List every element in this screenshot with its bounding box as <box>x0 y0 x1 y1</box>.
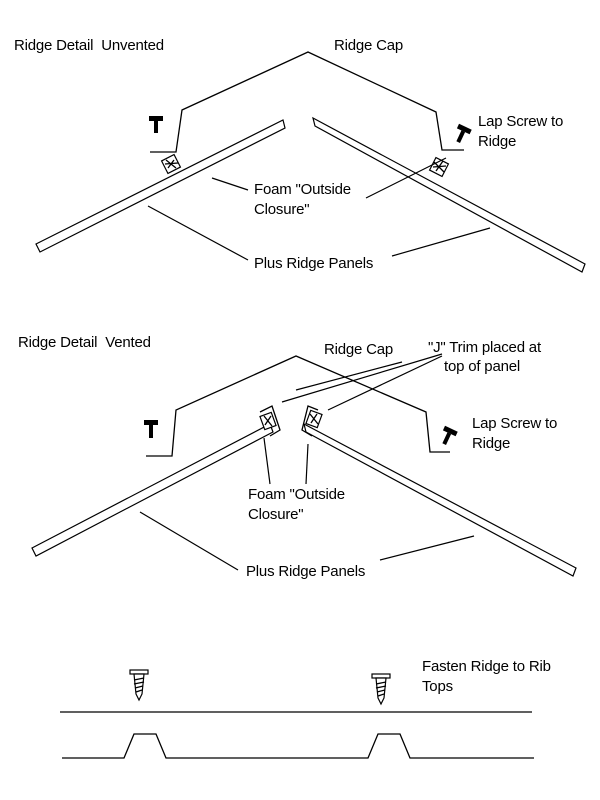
vented-right-panel <box>303 422 577 577</box>
vented-right-foam-closure <box>305 409 323 429</box>
vented-foam-label-line2: Closure" <box>248 506 304 523</box>
fasten-label-line1: Fasten Ridge to Rib <box>422 658 551 675</box>
unvented-detail <box>35 51 586 273</box>
unvented-foam-label-line1: Foam "Outside <box>254 181 351 198</box>
unvented-left-panel <box>35 119 286 253</box>
fasten-right-screw-icon <box>371 673 391 706</box>
vented-left-foam-closure <box>259 411 277 431</box>
unvented-panels-label: Plus Ridge Panels <box>254 255 374 272</box>
unvented-right-foam-closure <box>428 156 450 178</box>
vented-detail <box>31 353 577 577</box>
vented-left-screw-icon <box>144 420 158 438</box>
vented-j-trim-label-line2: top of panel <box>444 358 520 375</box>
vented-right-j-trim <box>301 405 319 437</box>
unvented-left-foam-closure <box>160 153 182 175</box>
unvented-right-panel <box>312 116 586 273</box>
vented-lap-screw-label-line2: Ridge <box>472 435 511 452</box>
unvented-title: Ridge Detail Unvented <box>14 37 164 54</box>
vented-right-screw-icon <box>442 425 458 446</box>
fasten-detail <box>60 669 534 759</box>
vented-lap-screw-label-line1: Lap Screw to <box>472 415 558 432</box>
vented-foam-label-line1: Foam "Outside <box>248 486 345 503</box>
unvented-left-screw-icon <box>149 116 163 133</box>
unvented-lap-screw-label-line2: Ridge <box>478 133 517 150</box>
fasten-label-line2: Tops <box>422 678 453 695</box>
vented-left-panel <box>31 423 274 557</box>
rib-panel-profile <box>62 733 534 759</box>
vented-title: Ridge Detail Vented <box>18 334 151 351</box>
vented-panels-label: Plus Ridge Panels <box>246 563 366 580</box>
vented-j-trim-label-line1: "J" Trim placed at <box>428 339 541 356</box>
unvented-lap-screw-label-line1: Lap Screw to <box>478 113 564 130</box>
unvented-ridge-cap <box>150 51 464 153</box>
unvented-foam-label-line2: Closure" <box>254 201 310 218</box>
vented-left-j-trim <box>259 405 281 437</box>
vented-ridge-cap <box>146 355 450 457</box>
vented-ridge-cap-label: Ridge Cap <box>324 341 394 358</box>
unvented-right-screw-icon <box>456 123 472 144</box>
unvented-ridge-cap-label: Ridge Cap <box>334 37 404 54</box>
fasten-left-screw-icon <box>129 669 149 702</box>
